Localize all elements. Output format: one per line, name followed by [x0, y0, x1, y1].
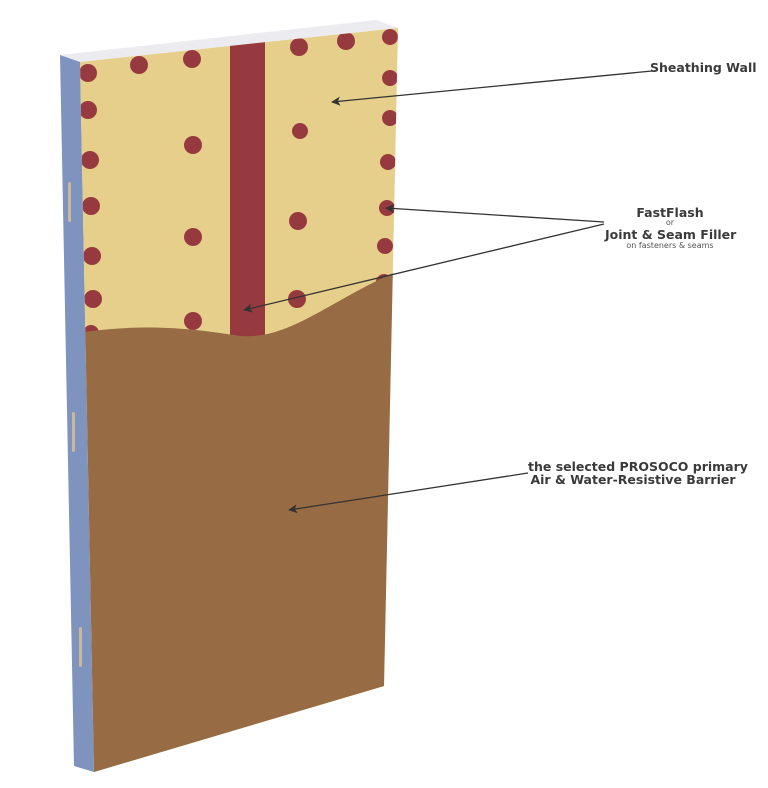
sheathing-wall-text: Sheathing Wall — [650, 60, 757, 75]
side-slot — [79, 627, 82, 667]
leader-sheathing — [331, 70, 653, 106]
joint-seam-filler-title: Joint & Seam Filler — [605, 226, 737, 242]
barrier-line2: Air & Water-Resistive Barrier — [530, 472, 736, 488]
leader-barrier — [288, 472, 529, 514]
label-barrier: the selected PROSOCO primary Air & Water… — [528, 459, 748, 488]
fastflash-title: FastFlash — [636, 205, 704, 220]
leader-fastflash-dot — [385, 203, 605, 223]
fastflash-subtitle: on fasteners & seams — [626, 240, 714, 250]
barrier-coating — [80, 270, 398, 772]
board-side-edge — [60, 55, 94, 772]
board-top-edge — [60, 20, 398, 62]
seam-strip — [230, 30, 265, 350]
leader-fastflash-seam — [243, 223, 605, 313]
side-slot — [68, 182, 71, 222]
fastflash-or: or — [665, 218, 675, 228]
side-slot — [72, 412, 75, 452]
barrier-line1: the selected PROSOCO primary — [528, 459, 748, 474]
label-sheathing-wall: Sheathing Wall — [650, 61, 757, 74]
label-fastflash: FastFlash or Joint & Seam Filler on fast… — [605, 205, 737, 250]
fastener-dots — [80, 29, 398, 341]
